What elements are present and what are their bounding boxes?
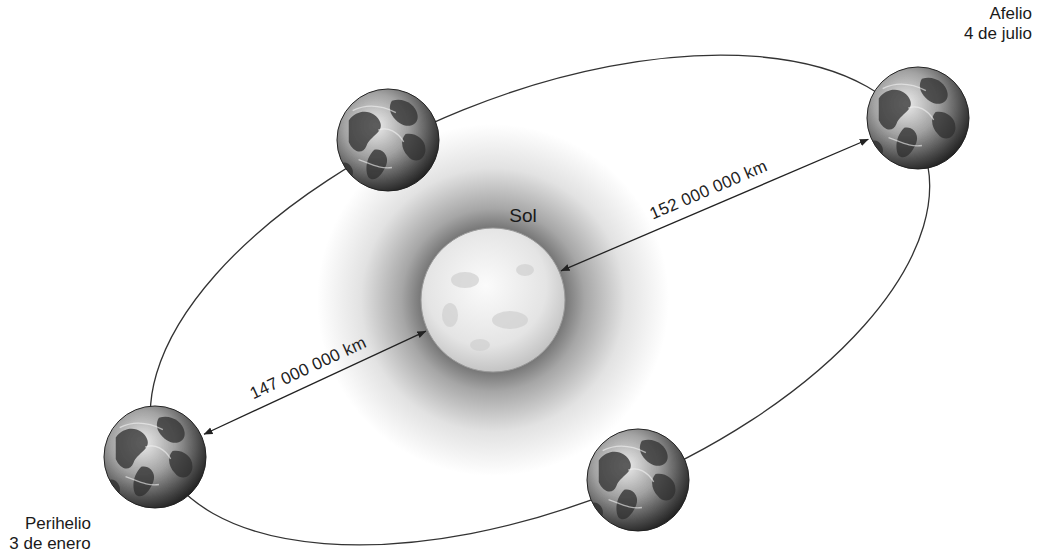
distance-arrow — [561, 139, 868, 271]
earth-node: Afelio 4 de julio — [866, 66, 970, 170]
distance-label: 147 000 000 km — [247, 333, 370, 404]
distance-arrow — [204, 331, 426, 434]
sun-node: Sol — [421, 228, 565, 372]
node-label: Sol — [509, 205, 536, 228]
earth-node: Perihelio 3 de enero — [103, 405, 207, 509]
node-label: Afelio 4 de julio — [959, 4, 1032, 45]
node-label: Perihelio 3 de enero — [7, 514, 93, 555]
distance-label: 152 000 000 km — [646, 156, 770, 224]
